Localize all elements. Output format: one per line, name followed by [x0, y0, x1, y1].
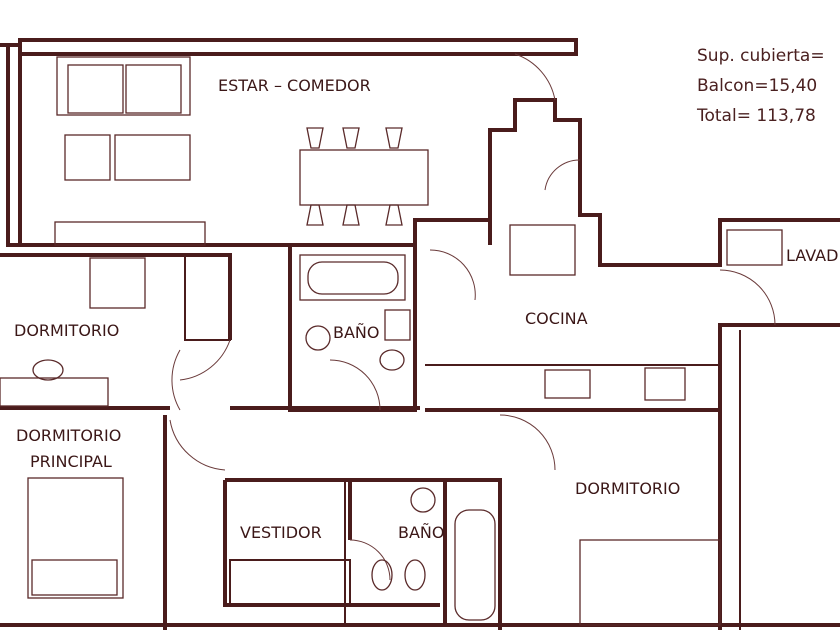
room-label-dormitorio-principal-line2: PRINCIPAL [30, 452, 112, 471]
walls [0, 38, 840, 630]
room-label-dormitorio: DORMITORIO [14, 321, 120, 340]
furniture [0, 56, 783, 626]
balcon-area-text: Balcon=15,40 [697, 76, 818, 96]
room-label-estar-comedor: ESTAR – COMEDOR [218, 76, 371, 95]
room-label-bano: BAÑO [333, 323, 380, 342]
sup-cubierta-text: Sup. cubierta= [697, 46, 825, 66]
room-label-cocina: COCINA [525, 309, 588, 328]
room-label-dormitorio-2: DORMITORIO [575, 479, 681, 498]
room-label-bano-2: BAÑO [398, 523, 445, 542]
doors [169, 53, 776, 581]
room-label-dormitorio-principal-line1: DORMITORIO [16, 426, 122, 445]
room-label-vestidor: VESTIDOR [240, 523, 322, 542]
room-label-lavadero: LAVAD [786, 246, 839, 265]
total-area-text: Total= 113,78 [697, 106, 816, 126]
